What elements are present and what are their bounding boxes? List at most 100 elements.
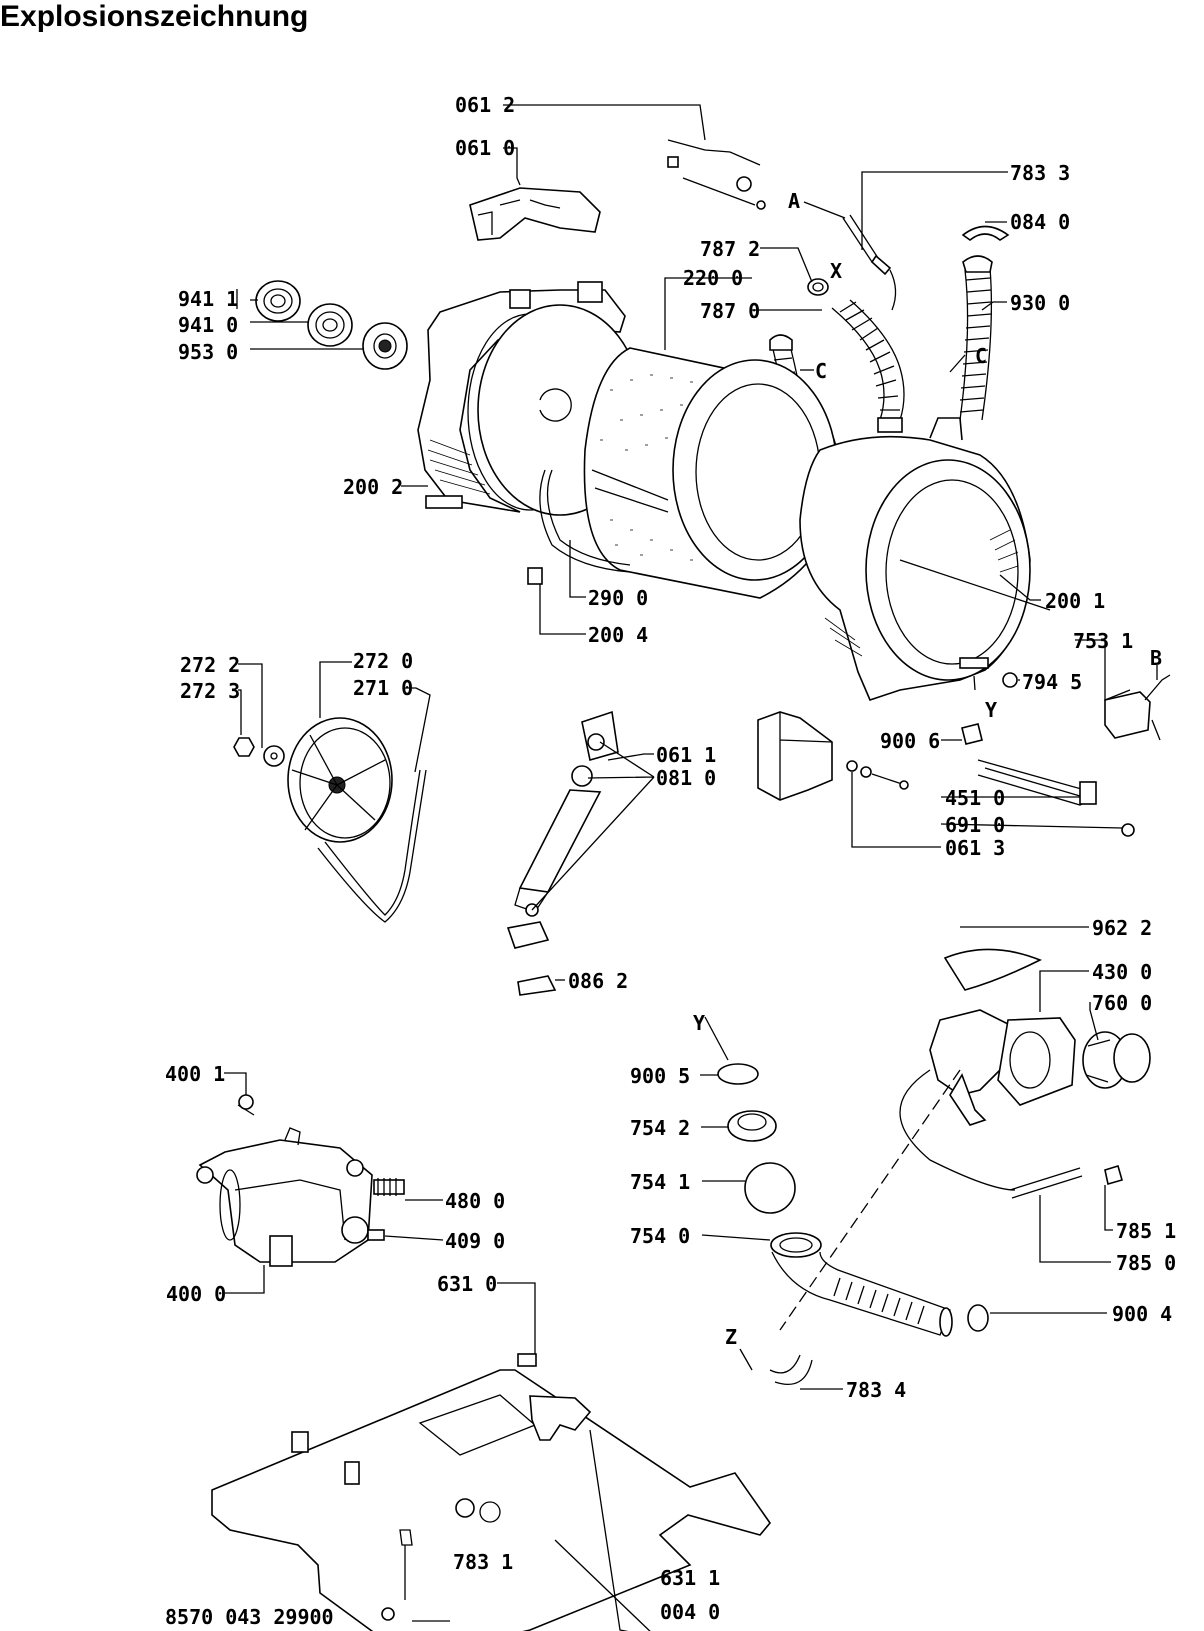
label-2004: 200 4 <box>588 623 648 647</box>
label-9300: 930 0 <box>1010 291 1070 315</box>
label-2200: 220 0 <box>683 266 743 290</box>
part-0810-damper <box>506 710 619 949</box>
label-4800: 480 0 <box>445 1189 505 1213</box>
part-2722-washer <box>263 745 285 767</box>
part-0613-bolts <box>846 760 909 790</box>
label-9622: 962 2 <box>1092 916 1152 940</box>
part-0611-block <box>757 711 833 801</box>
part-9005-clamp <box>717 1063 759 1085</box>
label-7831: 783 1 <box>453 1550 513 1574</box>
label-a: A <box>788 189 800 213</box>
part-6910-nut <box>1121 823 1135 837</box>
part-2001-front-tub <box>799 417 1051 701</box>
part-0840-clip <box>961 225 1010 242</box>
part-2004-clip <box>527 567 543 585</box>
label-0862: 086 2 <box>568 969 628 993</box>
leader-lines <box>224 104 1158 1631</box>
part-0612-rod <box>667 139 766 210</box>
label-6310: 631 0 <box>437 1272 497 1296</box>
label-7872: 787 2 <box>700 237 760 261</box>
label-9530: 953 0 <box>178 340 238 364</box>
label-4090: 409 0 <box>445 1229 505 1253</box>
label-9410: 941 0 <box>178 313 238 337</box>
part-9004-clamp <box>967 1304 989 1332</box>
label-7870: 787 0 <box>700 299 760 323</box>
label-9004: 900 4 <box>1112 1302 1172 1326</box>
part-7541-ball <box>744 1162 796 1214</box>
label-y2: Y <box>693 1011 705 1035</box>
part-2200-drum <box>583 347 841 599</box>
document-number: 8570 043 29900 <box>165 1605 334 1629</box>
part-7600-filter <box>1082 1031 1151 1089</box>
label-9411: 941 1 <box>178 287 238 311</box>
label-4510: 451 0 <box>945 786 1005 810</box>
label-7833: 783 3 <box>1010 161 1070 185</box>
part-7833-hose <box>842 214 897 311</box>
part-9006-clip <box>961 723 983 745</box>
part-7531-sensor <box>1104 674 1171 741</box>
part-0862-clip <box>517 975 557 996</box>
assembly-guide-curve <box>899 1069 1016 1191</box>
part-2720-pulley <box>287 717 393 843</box>
part-2710-belt <box>324 769 421 916</box>
label-c1: C <box>815 359 827 383</box>
label-4000: 400 0 <box>166 1282 226 1306</box>
label-0611: 061 1 <box>656 743 716 767</box>
label-7542: 754 2 <box>630 1116 690 1140</box>
part-4510-heater <box>977 759 1097 806</box>
part-7945-nut <box>1002 672 1018 688</box>
part-9530-seal <box>362 322 408 370</box>
part-2723-nut <box>233 737 255 757</box>
label-2001: 200 1 <box>1045 589 1105 613</box>
part-2900-ring <box>546 469 631 566</box>
label-0612: 061 2 <box>455 93 515 117</box>
label-7540: 754 0 <box>630 1224 690 1248</box>
part-7870-bellows <box>831 299 905 433</box>
part-4800-brush <box>373 1178 405 1196</box>
label-y1: Y <box>985 698 997 722</box>
label-9006: 900 6 <box>880 729 940 753</box>
label-7945: 794 5 <box>1022 670 1082 694</box>
label-x: X <box>830 259 842 283</box>
label-0840: 084 0 <box>1010 210 1070 234</box>
label-6311: 631 1 <box>660 1566 720 1590</box>
label-2720: 272 0 <box>353 649 413 673</box>
label-0613: 061 3 <box>945 836 1005 860</box>
part-9410-bearing <box>307 303 353 347</box>
part-9411-bearing <box>255 280 301 322</box>
part-labels: 061 2 061 0 783 3 A 084 0 787 2 X 220 0 … <box>165 93 1176 1624</box>
label-7531: 753 1 <box>1073 629 1133 653</box>
label-0610: 061 0 <box>455 136 515 160</box>
part-7872-clamp <box>807 278 829 296</box>
page-title: Explosionszeichnung <box>0 0 309 33</box>
label-9005: 900 5 <box>630 1064 690 1088</box>
part-9622-cover <box>943 948 1042 991</box>
label-7600: 760 0 <box>1092 991 1152 1015</box>
label-0040: 004 0 <box>660 1600 720 1624</box>
label-0810: 081 0 <box>656 766 716 790</box>
part-6310-clip <box>517 1353 537 1367</box>
label-2002: 200 2 <box>343 475 403 499</box>
assembly-guide-line <box>779 1069 961 1331</box>
part-0040-base <box>211 1369 772 1631</box>
label-7541: 754 1 <box>630 1170 690 1194</box>
label-7850: 785 0 <box>1116 1251 1176 1275</box>
part-6311-bracket <box>529 1395 592 1441</box>
label-7851: 785 1 <box>1116 1219 1176 1243</box>
part-4090-connector <box>367 1229 385 1241</box>
part-7850-cable <box>1009 1164 1123 1199</box>
label-7834: 783 4 <box>846 1378 906 1402</box>
label-c2: C <box>975 344 987 368</box>
label-2722: 272 2 <box>180 653 240 677</box>
label-2723: 272 3 <box>180 679 240 703</box>
label-4300: 430 0 <box>1092 960 1152 984</box>
label-z: Z <box>725 1325 737 1349</box>
part-0610-bracket <box>469 187 601 241</box>
part-4000-motor <box>196 1127 373 1267</box>
part-9300-hose <box>959 255 993 421</box>
label-6910: 691 0 <box>945 813 1005 837</box>
label-4001: 400 1 <box>165 1062 225 1086</box>
label-b: B <box>1150 646 1162 670</box>
label-2710: 271 0 <box>353 676 413 700</box>
